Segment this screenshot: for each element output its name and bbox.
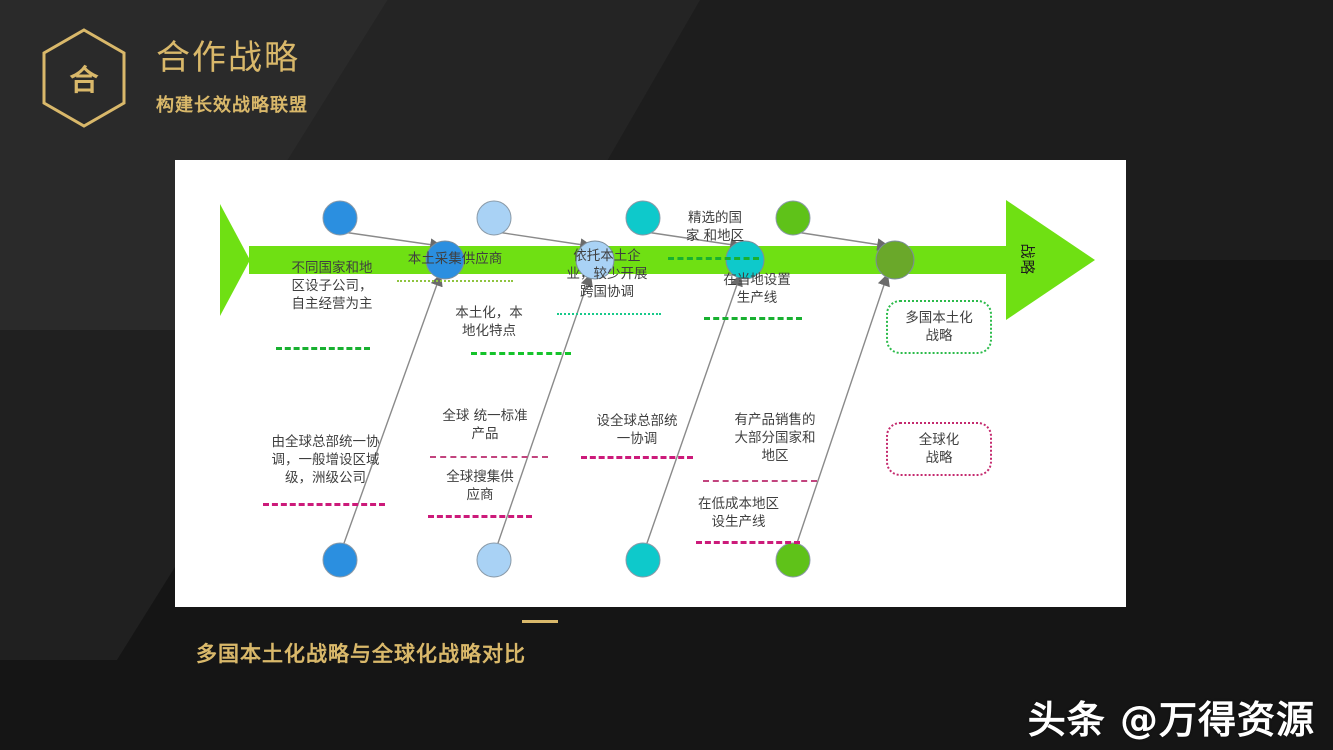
label-bottom-2: 全球 统一标准 产品	[442, 408, 528, 442]
label-underline	[428, 515, 532, 518]
label-underline	[471, 352, 571, 355]
fishbone-diagram	[220, 200, 1095, 578]
arrow-axis-label: 战略	[1018, 243, 1037, 276]
top-node-circles	[322, 200, 811, 236]
label-underline	[703, 480, 817, 482]
label-bottom-1: 由全球总部统一协 调，一般增设区域 级，洲级公司	[271, 434, 380, 486]
caption-divider	[522, 620, 558, 623]
hexagon-icon-label: 合	[69, 63, 99, 97]
caption-text: 多国本土化战略与全球化战略对比	[196, 642, 526, 666]
tag-multidomestic-strategy[interactable]: 多国本土化 战略	[886, 300, 992, 354]
label-bottom-4: 设全球总部统 一协调	[596, 413, 678, 447]
label-top-5: 精选的国 家 和地区	[685, 210, 745, 244]
label-underline	[397, 280, 513, 282]
slide-header: 合 合作战略 构建长效战略联盟	[38, 26, 308, 130]
label-underline	[668, 257, 759, 260]
label-bottom-5: 有产品销售的 大部分国家和 地区	[734, 412, 816, 464]
label-top-4: 依托本土企 业，较少开展 跨国协调	[566, 248, 648, 300]
label-bottom-3: 全球搜集供 应商	[446, 469, 514, 503]
label-underline	[704, 317, 802, 320]
label-underline	[276, 347, 370, 350]
tag-global-strategy[interactable]: 全球化 战略	[886, 422, 992, 476]
title-block: 合作战略 构建长效战略联盟	[156, 39, 308, 116]
label-top-1: 不同国家和地 区设子公司， 自主经营为主	[291, 260, 373, 312]
label-underline	[581, 456, 693, 459]
watermark: 头条 @万得资源	[1027, 698, 1315, 742]
label-underline	[430, 456, 548, 458]
axis-node-circles	[425, 240, 915, 280]
label-underline	[696, 541, 800, 544]
page-subtitle: 构建长效战略联盟	[156, 94, 308, 116]
label-underline	[557, 313, 661, 315]
diagram-panel: 不同国家和地 区设子公司， 自主经营为主 本土采集供应商 本土化，本 地化特点 …	[175, 160, 1126, 607]
label-top-6: 在当地设置 生产线	[723, 272, 791, 306]
bottom-node-circles	[322, 542, 811, 578]
label-bottom-6: 在低成本地区 设生产线	[698, 496, 779, 530]
hexagon-icon: 合	[38, 26, 130, 130]
label-underline	[263, 503, 385, 506]
label-top-2: 本土采集供应商	[407, 251, 503, 267]
label-top-3: 本土化，本 地化特点	[455, 305, 523, 339]
page-title: 合作战略	[156, 38, 300, 79]
